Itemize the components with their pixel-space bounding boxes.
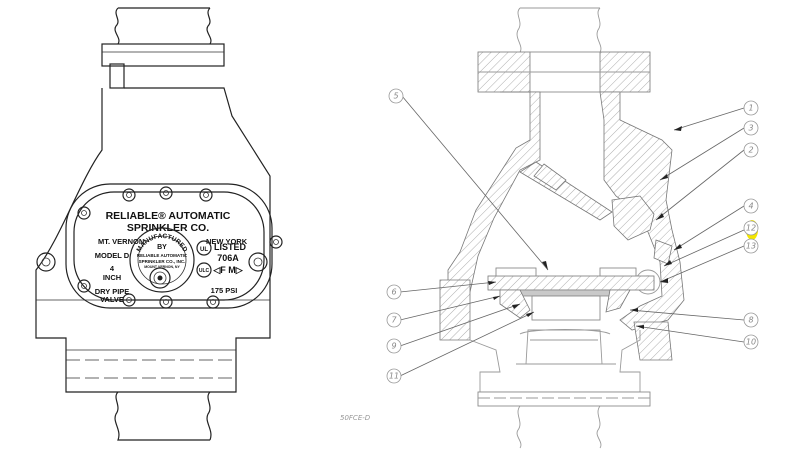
callout-9: 9 bbox=[386, 338, 402, 354]
side-bolt bbox=[36, 252, 56, 272]
svg-text:9: 9 bbox=[391, 342, 396, 351]
valve-body-outline bbox=[35, 87, 271, 393]
section-view: 5 6 7 9 11 1 3 2 4 12 13 8 10 bbox=[386, 7, 759, 449]
svg-text:2: 2 bbox=[748, 146, 753, 155]
callout-1: 1 bbox=[743, 100, 759, 116]
nameplate-line1: RELIABLE® AUTOMATIC bbox=[106, 210, 231, 222]
nameplate-listing-no: 706A bbox=[217, 253, 239, 263]
inlet-left bbox=[439, 279, 471, 341]
seat-ring-right bbox=[605, 289, 631, 313]
section-bottom-pipe bbox=[516, 405, 602, 449]
fm-mark: ◁F M▷ bbox=[212, 265, 243, 275]
nameplate-type1: DRY PIPE bbox=[95, 287, 130, 296]
svg-text:11: 11 bbox=[389, 372, 399, 381]
nameplate-size: 4 bbox=[110, 264, 115, 273]
svg-text:12: 12 bbox=[746, 224, 756, 233]
drawing-id: 50FCE-D bbox=[340, 414, 371, 422]
callout-10: 10 bbox=[743, 334, 759, 350]
cover-bolt bbox=[206, 295, 220, 309]
svg-text:UL: UL bbox=[200, 247, 208, 253]
svg-text:6: 6 bbox=[391, 288, 396, 297]
cover-bolt bbox=[77, 206, 91, 220]
nameplate-listed: LISTED bbox=[214, 242, 247, 252]
ulc-mark: ULC bbox=[196, 262, 212, 278]
svg-text:BY: BY bbox=[157, 244, 167, 251]
nameplate-city: MT. VERNON bbox=[98, 237, 144, 246]
svg-text:8: 8 bbox=[748, 316, 753, 325]
svg-text:MOUNT VERNON, NY: MOUNT VERNON, NY bbox=[144, 265, 180, 269]
svg-text:3: 3 bbox=[748, 124, 753, 133]
svg-text:ULC: ULC bbox=[199, 268, 210, 274]
svg-text:RELIABLE AUTOMATIC: RELIABLE AUTOMATIC bbox=[137, 253, 188, 258]
side-bolt bbox=[248, 252, 268, 272]
callout-11: 11 bbox=[386, 368, 402, 384]
svg-text:4: 4 bbox=[748, 202, 753, 211]
cover-bolt bbox=[159, 186, 173, 200]
clapper-arm bbox=[519, 161, 613, 221]
top-pipe bbox=[114, 7, 212, 45]
leader-lines bbox=[399, 95, 745, 377]
svg-text:7: 7 bbox=[391, 316, 397, 325]
callout-3: 3 bbox=[743, 120, 759, 136]
clapper-disc bbox=[487, 275, 655, 291]
callout-13: 13 bbox=[743, 238, 759, 254]
cover-bolt bbox=[159, 295, 173, 309]
leader-arrows bbox=[488, 126, 682, 329]
bottom-pipe bbox=[114, 391, 212, 441]
seat-ring-left bbox=[499, 289, 531, 319]
body-wall-left bbox=[447, 91, 541, 293]
ul-mark: UL bbox=[196, 240, 212, 256]
callout-2: 2 bbox=[743, 142, 759, 158]
callout-6: 6 bbox=[386, 284, 402, 300]
callout-5: 5 bbox=[388, 88, 404, 104]
cover-bolt bbox=[269, 235, 283, 249]
nameplate-pressure: 175 PSI bbox=[211, 286, 238, 295]
callout-8: 8 bbox=[743, 312, 759, 328]
cover-bolt bbox=[199, 188, 213, 202]
svg-text:SPRINKLER CO., INC.: SPRINKLER CO., INC. bbox=[139, 259, 186, 264]
cover-bolt bbox=[122, 188, 136, 202]
section-top-pipe bbox=[516, 7, 602, 53]
manufacturer-seal: MANUFACTURED BY RELIABLE AUTOMATIC SPRIN… bbox=[129, 227, 195, 293]
svg-text:10: 10 bbox=[746, 338, 756, 347]
svg-text:5: 5 bbox=[393, 92, 398, 101]
cover-bolt bbox=[77, 279, 91, 293]
latch bbox=[611, 195, 655, 241]
nameplate-type2: VALVE bbox=[100, 295, 124, 304]
callout-4: 4 bbox=[743, 198, 759, 214]
front-view: RELIABLE® AUTOMATIC SPRINKLER CO. MT. VE… bbox=[35, 7, 283, 441]
cover-bolt bbox=[122, 293, 136, 307]
nameplate-state: NEW YORK bbox=[206, 237, 248, 246]
nameplate-size-unit: INCH bbox=[103, 273, 121, 282]
nameplate-model: MODEL D bbox=[95, 251, 130, 260]
top-flange bbox=[101, 43, 225, 67]
top-cap bbox=[109, 63, 125, 89]
svg-text:1: 1 bbox=[748, 104, 753, 113]
svg-text:13: 13 bbox=[746, 242, 756, 251]
callout-7: 7 bbox=[386, 312, 402, 328]
callout-12: 12 bbox=[743, 220, 759, 236]
